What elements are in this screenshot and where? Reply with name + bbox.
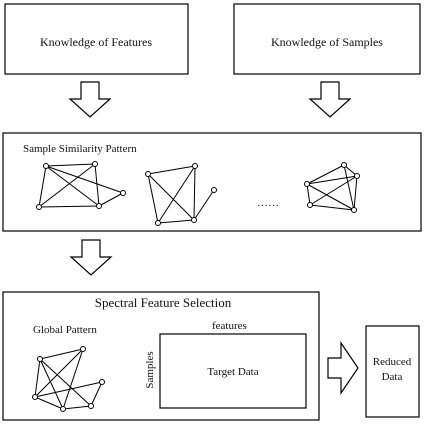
right-arrow: [327, 341, 359, 395]
spectral-selection-title: Spectral Feature Selection: [95, 295, 232, 310]
down-arrow-middle: [69, 239, 113, 276]
similarity-graph-2: [145, 163, 217, 226]
knowledge-samples-box: [233, 3, 421, 75]
samples-axis-label: Samples: [144, 351, 156, 388]
sample-similarity-box: [2, 132, 422, 232]
sample-similarity-label: Sample Similarity Pattern: [23, 143, 137, 155]
ellipsis-text: ……: [257, 197, 279, 209]
similarity-graph-3: [304, 162, 360, 213]
knowledge-samples-label: Knowledge of Samples: [271, 35, 383, 49]
similarity-graph-1: [36, 161, 126, 210]
features-axis-label: features: [212, 320, 247, 332]
reduced-data-label-line2: Data: [382, 371, 403, 383]
reduced-data-label-line1: Reduced: [373, 356, 412, 368]
knowledge-features-label: Knowledge of Features: [40, 35, 152, 49]
global-pattern-label: Global Pattern: [33, 324, 97, 336]
target-data-box: [159, 333, 307, 409]
down-arrow-right: [308, 81, 352, 118]
down-arrow-left: [68, 81, 112, 118]
reduced-data-box: [365, 325, 420, 418]
global-pattern-graph: [32, 346, 105, 412]
target-data-label: Target Data: [207, 366, 258, 378]
knowledge-features-box: [4, 3, 189, 75]
